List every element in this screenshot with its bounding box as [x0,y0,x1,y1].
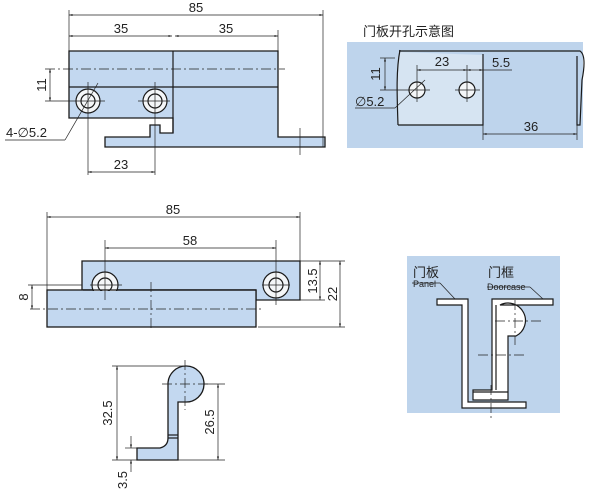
install-frame-label-cn: 门框 [488,265,514,280]
side-dim-height: 32.5 [100,400,115,425]
front-dim-total: 85 [166,202,180,217]
side-dim-thickness: 3.5 [115,471,130,489]
side-dim-pivot: 26.5 [202,409,217,434]
top-dim-total: 85 [189,0,203,15]
panel-dim-spacing: 23 [435,54,449,69]
top-view [5,10,326,175]
install-panel-label-cn: 门板 [413,265,439,280]
panel-diagram-title: 门板开孔示意图 [363,24,454,39]
panel-dim-height: 11 [368,67,383,81]
side-view [112,360,225,472]
front-dim-hole-spacing: 58 [183,233,197,248]
top-dim-right: 35 [219,21,233,36]
front-view [28,212,345,330]
front-dim-total-height: 22 [325,287,340,301]
panel-dim-width: 36 [524,119,538,134]
install-panel-label-en: Panel [413,279,436,289]
install-frame-label-en: Doorcase [487,282,526,292]
front-dim-offset: 8 [16,293,31,300]
install-diagram [407,256,560,418]
top-dim-hole-spacing: 23 [114,157,128,172]
top-dim-height: 11 [34,78,49,92]
panel-hole-diagram [347,42,585,148]
panel-hole-label: ∅5.2 [355,94,384,109]
front-dim-upper: 13.5 [305,268,320,293]
panel-dim-offset: 5.5 [492,55,510,70]
top-hole-label: 4-∅5.2 [6,125,47,140]
top-dim-left: 35 [114,21,128,36]
